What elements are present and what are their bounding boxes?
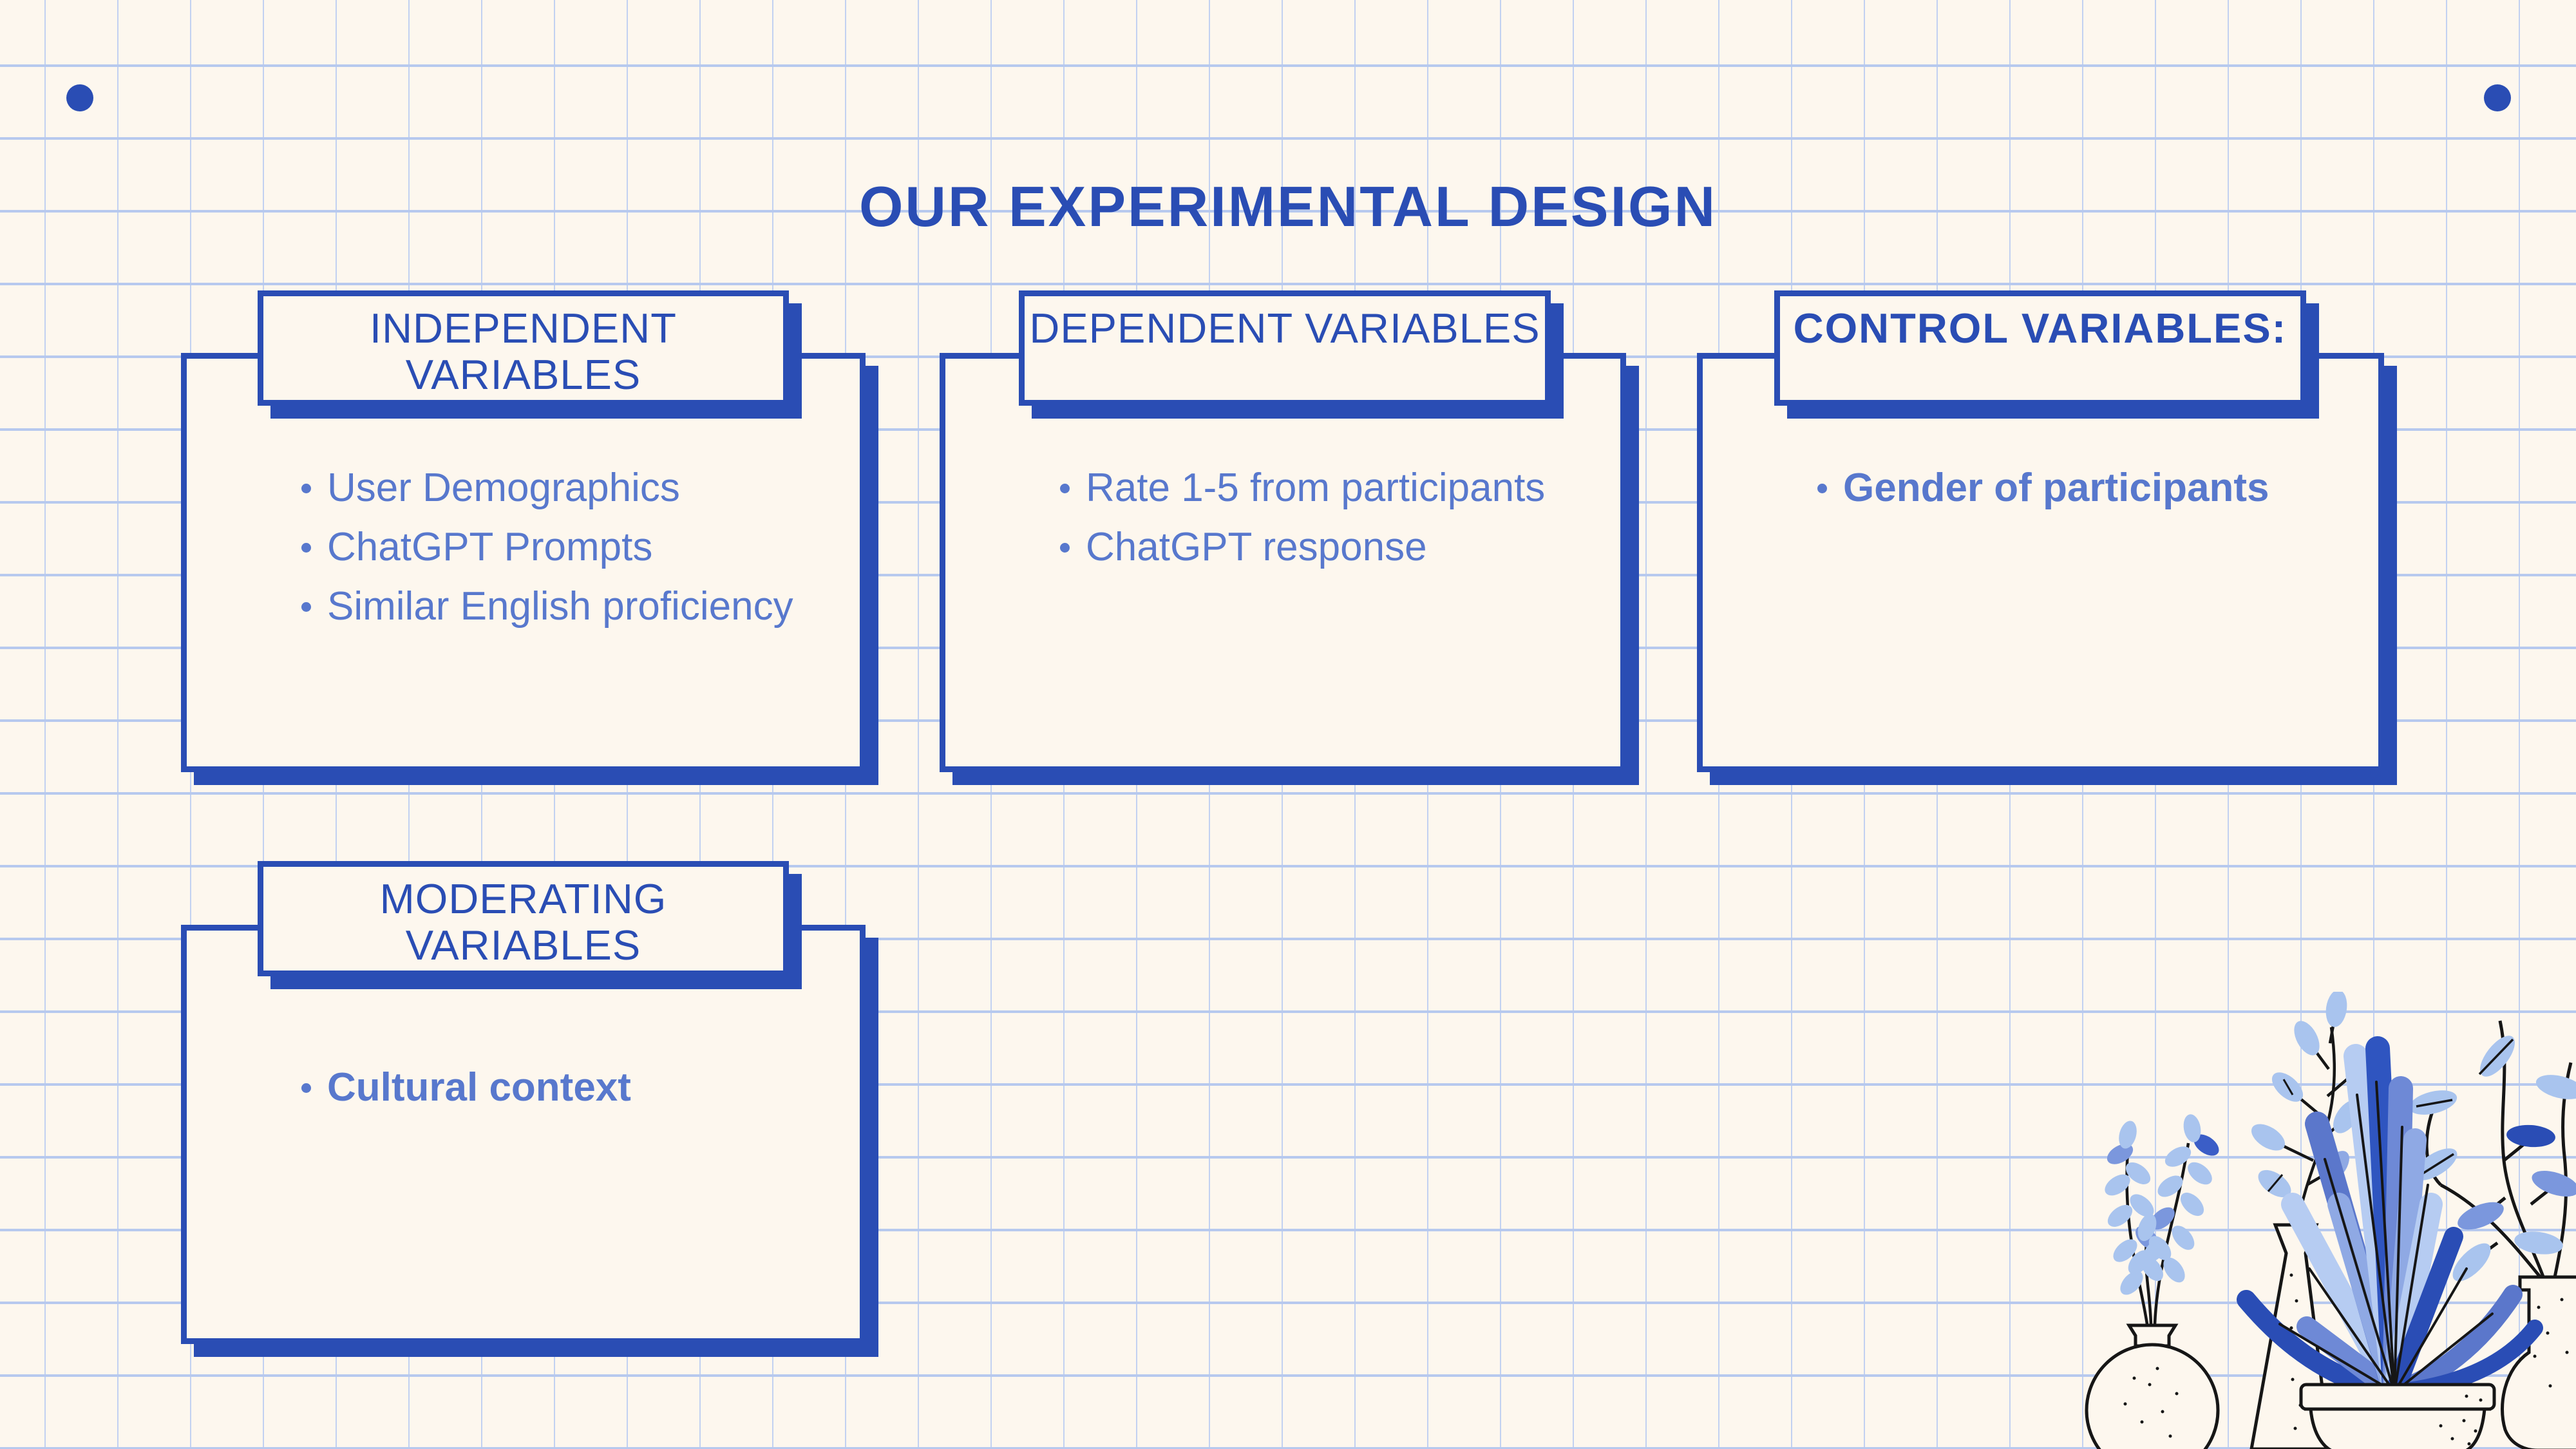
- corner-dot-icon: [2484, 84, 2511, 111]
- list-item-text: Rate 1-5 from participants: [1086, 466, 1546, 510]
- card-body: Rate 1-5 from participants ChatGPT respo…: [940, 353, 1626, 772]
- bullet-dot-icon: [301, 1083, 311, 1093]
- list-item: ChatGPT response: [1060, 525, 1595, 569]
- bullet-dot-icon: [301, 484, 311, 493]
- list-item: Cultural context: [301, 1065, 834, 1110]
- corner-dot-icon: [66, 84, 93, 111]
- card-header-line: CONTROL VARIABLES:: [1793, 305, 2287, 352]
- list-item-text: ChatGPT Prompts: [327, 525, 653, 569]
- card-header: CONTROL VARIABLES:: [1774, 290, 2306, 406]
- card-header-line: DEPENDENT VARIABLES: [1029, 305, 1540, 352]
- bullet-list: Rate 1-5 from participants ChatGPT respo…: [945, 359, 1620, 569]
- card-header-line: VARIABLES: [405, 351, 641, 398]
- card-body: Gender of participants: [1697, 353, 2384, 772]
- card-body: Cultural context: [181, 925, 866, 1344]
- bullet-dot-icon: [1060, 484, 1070, 493]
- list-item: Rate 1-5 from participants: [1060, 466, 1595, 510]
- bullet-dot-icon: [301, 543, 311, 553]
- card-body: User Demographics ChatGPT Prompts Simila…: [181, 353, 866, 772]
- bullet-list: User Demographics ChatGPT Prompts Simila…: [187, 359, 860, 628]
- bullet-dot-icon: [1817, 484, 1827, 493]
- list-item-text: ChatGPT response: [1086, 525, 1427, 569]
- card-header: MODERATING VARIABLES: [258, 861, 789, 976]
- bullet-list: Gender of participants: [1703, 359, 2378, 509]
- card-header-line: INDEPENDENT: [370, 305, 677, 352]
- list-item-text: Cultural context: [327, 1065, 631, 1110]
- list-item: Gender of participants: [1817, 466, 2353, 510]
- list-item: ChatGPT Prompts: [301, 525, 834, 569]
- bullet-dot-icon: [1060, 543, 1070, 553]
- list-item-text: Similar English proficiency: [327, 584, 793, 629]
- list-item: Similar English proficiency: [301, 584, 834, 629]
- list-item-text: Gender of participants: [1843, 466, 2269, 510]
- bullet-list: Cultural context: [187, 931, 860, 1109]
- bullet-dot-icon: [301, 602, 311, 612]
- slide-title: OUR EXPERIMENTAL DESIGN: [858, 174, 1718, 238]
- list-item: User Demographics: [301, 466, 834, 510]
- card-header-line: VARIABLES: [405, 922, 641, 969]
- card-header: INDEPENDENT VARIABLES: [258, 290, 789, 406]
- card-header: DEPENDENT VARIABLES: [1019, 290, 1551, 406]
- card-header-line: MODERATING: [379, 875, 667, 922]
- plants-illustration: [2085, 992, 2576, 1449]
- list-item-text: User Demographics: [327, 466, 680, 510]
